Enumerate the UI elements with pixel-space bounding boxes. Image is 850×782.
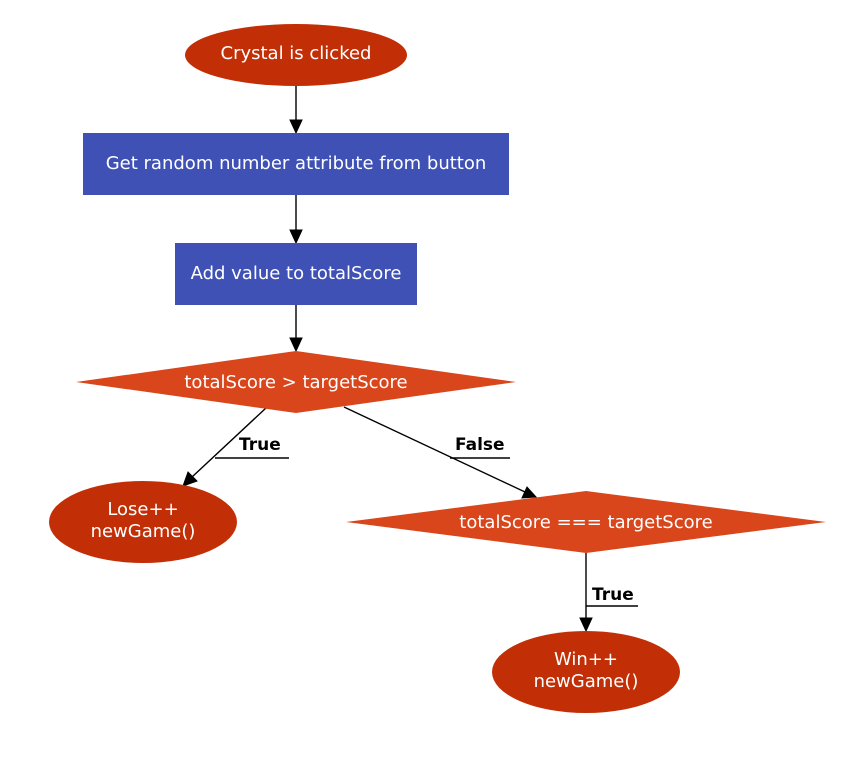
node-decision-equal: totalScore === targetScore [346,491,826,553]
edge-get-to-add [289,195,303,245]
node-get-random: Get random number attribute from button [83,133,509,195]
edge-greater-false: False [343,406,538,499]
node-decision-greater-label: totalScore > targetScore [184,372,407,393]
process-shape [175,243,417,305]
node-add-value-label: Add value to totalScore [191,263,402,284]
edge-add-to-decision [289,305,303,353]
node-add-value: Add value to totalScore [175,243,417,305]
node-decision-equal-label: totalScore === targetScore [459,512,712,533]
terminal-shape [49,481,237,563]
decision-shape [76,351,516,413]
edge-label-equal-true: True [592,585,634,605]
edge-greater-true: True [182,407,289,487]
node-get-random-label: Get random number attribute from button [106,153,487,174]
node-decision-greater: totalScore > targetScore [76,351,516,413]
decision-shape [346,491,826,553]
edge-start-to-get [289,86,303,135]
node-lose: Lose++ newGame() [49,481,237,563]
node-lose-line-2: newGame() [91,521,196,542]
node-win: Win++ newGame() [492,631,680,713]
node-start: Crystal is clicked [185,24,407,86]
terminal-shape [492,631,680,713]
node-start-label: Crystal is clicked [221,43,372,64]
process-shape [83,133,509,195]
edge-label-greater-true: True [239,435,281,455]
edge-label-greater-false: False [455,435,505,455]
terminal-shape [185,24,407,86]
node-win-line-2: newGame() [534,671,639,692]
node-lose-line-1: Lose++ [107,499,178,520]
edge-equal-true: True [579,553,638,633]
node-win-line-1: Win++ [554,649,618,670]
